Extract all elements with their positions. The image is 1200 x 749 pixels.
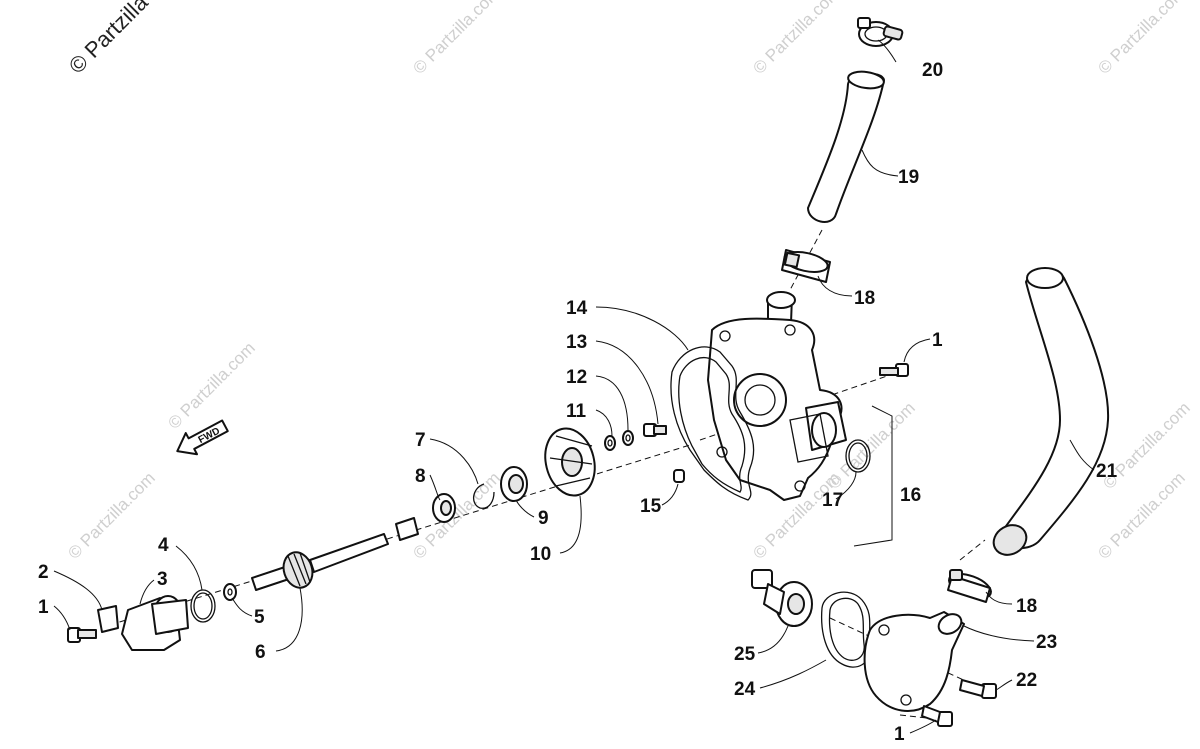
callout-17: 17 xyxy=(822,490,843,511)
watermark-tile: © Partzilla.com xyxy=(164,338,258,432)
shaft-part-6[interactable] xyxy=(251,517,419,591)
hose-clamp-part-20[interactable] xyxy=(857,17,904,47)
dowel-pin-part-15[interactable] xyxy=(673,469,685,483)
callout-14: 14 xyxy=(566,298,588,319)
bolt-part-1-upper[interactable] xyxy=(879,363,909,377)
leader-lines xyxy=(53,39,1095,734)
callout-23: 23 xyxy=(1036,632,1057,653)
bearing-part-8[interactable] xyxy=(432,493,456,523)
impeller-part-10[interactable] xyxy=(538,423,601,501)
hose-part-19[interactable] xyxy=(807,70,885,223)
copyright-watermark: © Partzilla xyxy=(64,0,153,79)
callout-12: 12 xyxy=(566,367,587,388)
bracket-part-2[interactable] xyxy=(97,605,119,633)
callout-1: 1 xyxy=(38,597,49,618)
callout-13: 13 xyxy=(566,332,587,353)
molded-hose-part-21[interactable] xyxy=(988,267,1110,561)
callout-24: 24 xyxy=(734,679,756,700)
callout-19: 19 xyxy=(898,167,919,188)
bolt-part-1-left[interactable] xyxy=(67,627,97,643)
hose-clamp-part-18-upper[interactable] xyxy=(781,249,831,283)
o-ring-part-17[interactable] xyxy=(845,439,871,473)
callout-1: 1 xyxy=(894,724,905,745)
bolt-part-13[interactable] xyxy=(643,423,667,437)
forward-arrow-label: FWD xyxy=(197,426,222,446)
long-bolt-part-22[interactable] xyxy=(959,679,997,699)
watermark-tile: © Partzilla.com xyxy=(1094,0,1188,78)
hose-clamp-part-18-lower[interactable] xyxy=(946,569,994,603)
forward-arrow-icon: FWD xyxy=(176,419,229,456)
callout-16: 16 xyxy=(900,485,921,506)
callout-15: 15 xyxy=(640,496,662,517)
thermostat-cover-part-23[interactable] xyxy=(863,610,965,712)
callout-labels: 20 19 18 14 13 12 11 1 7 8 9 10 15 17 16… xyxy=(38,60,1118,745)
callout-11: 11 xyxy=(566,401,587,422)
watermark-tile: © Partzilla.com xyxy=(64,468,158,562)
callout-8: 8 xyxy=(415,466,426,487)
callout-18: 18 xyxy=(1016,596,1037,617)
callout-5: 5 xyxy=(254,607,265,628)
gasket-part-24[interactable] xyxy=(820,591,871,668)
callout-25: 25 xyxy=(734,644,756,665)
callout-9: 9 xyxy=(538,508,549,529)
callout-1: 1 xyxy=(932,330,943,351)
callout-20: 20 xyxy=(922,60,943,81)
callout-22: 22 xyxy=(1016,670,1037,691)
callout-3: 3 xyxy=(157,569,168,590)
callout-18: 18 xyxy=(854,288,875,309)
watermark-layer: © Partzilla © Partzilla.com © Partzilla.… xyxy=(64,0,1194,563)
washer-part-5[interactable] xyxy=(223,583,237,601)
callout-10: 10 xyxy=(530,544,551,565)
seal-part-9[interactable] xyxy=(500,466,528,502)
callout-2: 2 xyxy=(38,562,49,583)
washer-part-11[interactable] xyxy=(604,435,616,451)
o-ring-part-4[interactable] xyxy=(190,589,216,623)
thermostat-part-25[interactable] xyxy=(751,569,813,627)
gasket-part-14[interactable] xyxy=(670,346,755,501)
callout-6: 6 xyxy=(255,642,266,663)
snap-ring-part-7[interactable] xyxy=(473,483,495,509)
shaft-housing-part-3[interactable] xyxy=(121,595,189,651)
callout-21: 21 xyxy=(1096,461,1118,482)
washer-part-12[interactable] xyxy=(622,430,634,446)
callout-4: 4 xyxy=(158,535,169,556)
callout-7: 7 xyxy=(415,430,426,451)
assembly-group-bracket-16 xyxy=(853,405,893,547)
bolt-part-1-bottom[interactable] xyxy=(921,705,953,727)
watermark-tile: © Partzilla.com xyxy=(749,0,843,78)
water-pump-housing[interactable] xyxy=(707,291,847,501)
watermark-tile: © Partzilla.com xyxy=(409,0,503,78)
